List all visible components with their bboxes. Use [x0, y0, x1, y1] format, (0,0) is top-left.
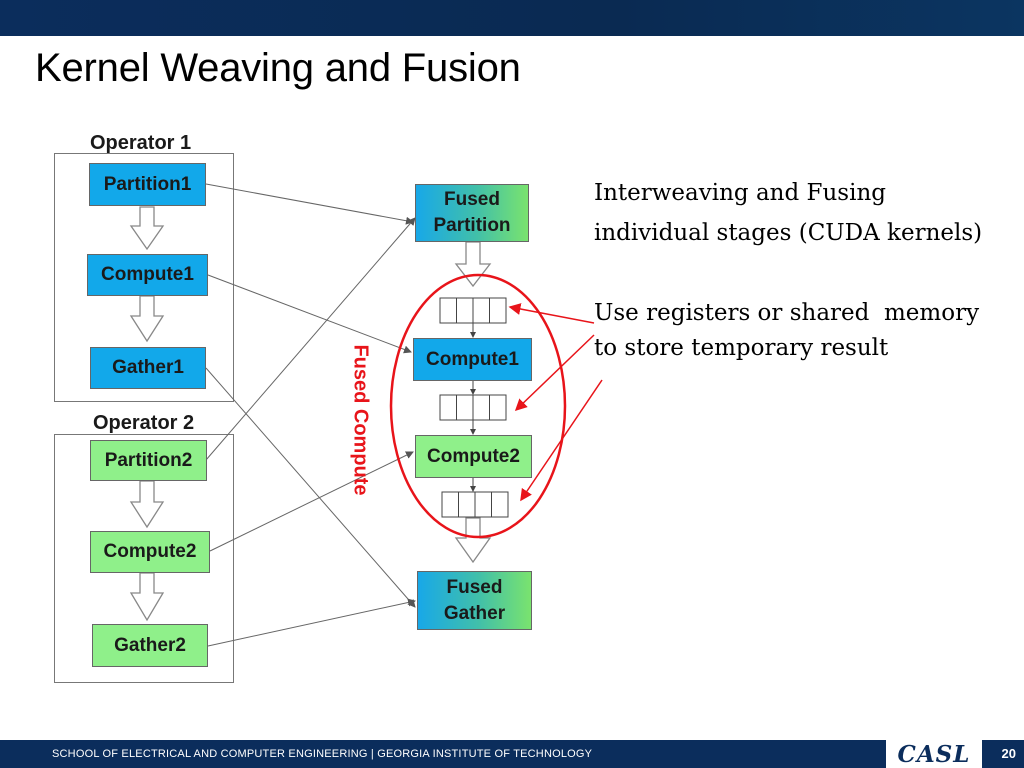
operator2-label: Operator 2 [93, 412, 195, 434]
compute2-box: Compute2 [90, 531, 210, 573]
fused-partition-line1: Fused [444, 189, 500, 210]
fused-compute2-box: Compute2 [415, 435, 532, 478]
top-bar [0, 0, 1024, 36]
slide-title: Kernel Weaving and Fusion [35, 46, 521, 90]
block-arrow [129, 480, 165, 529]
block-arrow [129, 572, 165, 622]
note-registers: Use registers or shared memory to store … [594, 296, 979, 366]
footer-bar: SCHOOL OF ELECTRICAL AND COMPUTER ENGINE… [0, 740, 1024, 768]
connector-gather1 [205, 367, 416, 608]
fused-compute-label: Fused Compute [349, 344, 372, 496]
connector-partition2 [205, 217, 416, 461]
connector-partition1 [205, 183, 414, 225]
connector-gather2 [207, 598, 416, 647]
page-number: 20 [1001, 746, 1016, 761]
connector-compute2 [209, 451, 414, 552]
register-buffer-1 [439, 297, 507, 324]
partition1-box: Partition1 [89, 163, 206, 206]
register-buffer-3 [441, 491, 509, 518]
casl-logo: CASL [886, 740, 982, 768]
connector-compute1 [207, 274, 412, 354]
register-buffer-2 [439, 394, 507, 421]
block-arrow [454, 241, 492, 288]
note-line: to store temporary result [594, 335, 889, 361]
fused-partition-box: Fused Partition [415, 184, 529, 242]
note-line: Interweaving and Fusing [594, 180, 886, 206]
block-arrow [454, 517, 492, 564]
block-arrow [129, 295, 165, 343]
fused-gather-line2: Gather [443, 602, 506, 624]
note-line: individual stages (CUDA kernels) [594, 220, 983, 246]
operator1-label: Operator 1 [90, 132, 192, 154]
gather1-box: Gather1 [90, 347, 206, 389]
fused-compute-ellipse [389, 273, 567, 539]
red-arrow [520, 379, 603, 502]
fused-gather-box: Fused Gather [417, 571, 532, 630]
casl-logo-text: CASL [897, 740, 971, 768]
red-arrow [514, 334, 595, 412]
compute1-box: Compute1 [87, 254, 208, 296]
fused-compute1-box: Compute1 [413, 338, 532, 381]
note-interweaving: Interweaving and Fusing individual stage… [594, 173, 982, 253]
footer-text: SCHOOL OF ELECTRICAL AND COMPUTER ENGINE… [52, 748, 593, 760]
red-arrow [508, 303, 595, 324]
block-arrow [129, 206, 165, 251]
fused-partition-line2: Partition [433, 215, 511, 236]
gather2-box: Gather2 [92, 624, 208, 667]
partition2-box: Partition2 [90, 440, 207, 481]
fused-gather-line1: Fused [446, 576, 503, 598]
note-line: Use registers or shared memory [594, 300, 980, 326]
